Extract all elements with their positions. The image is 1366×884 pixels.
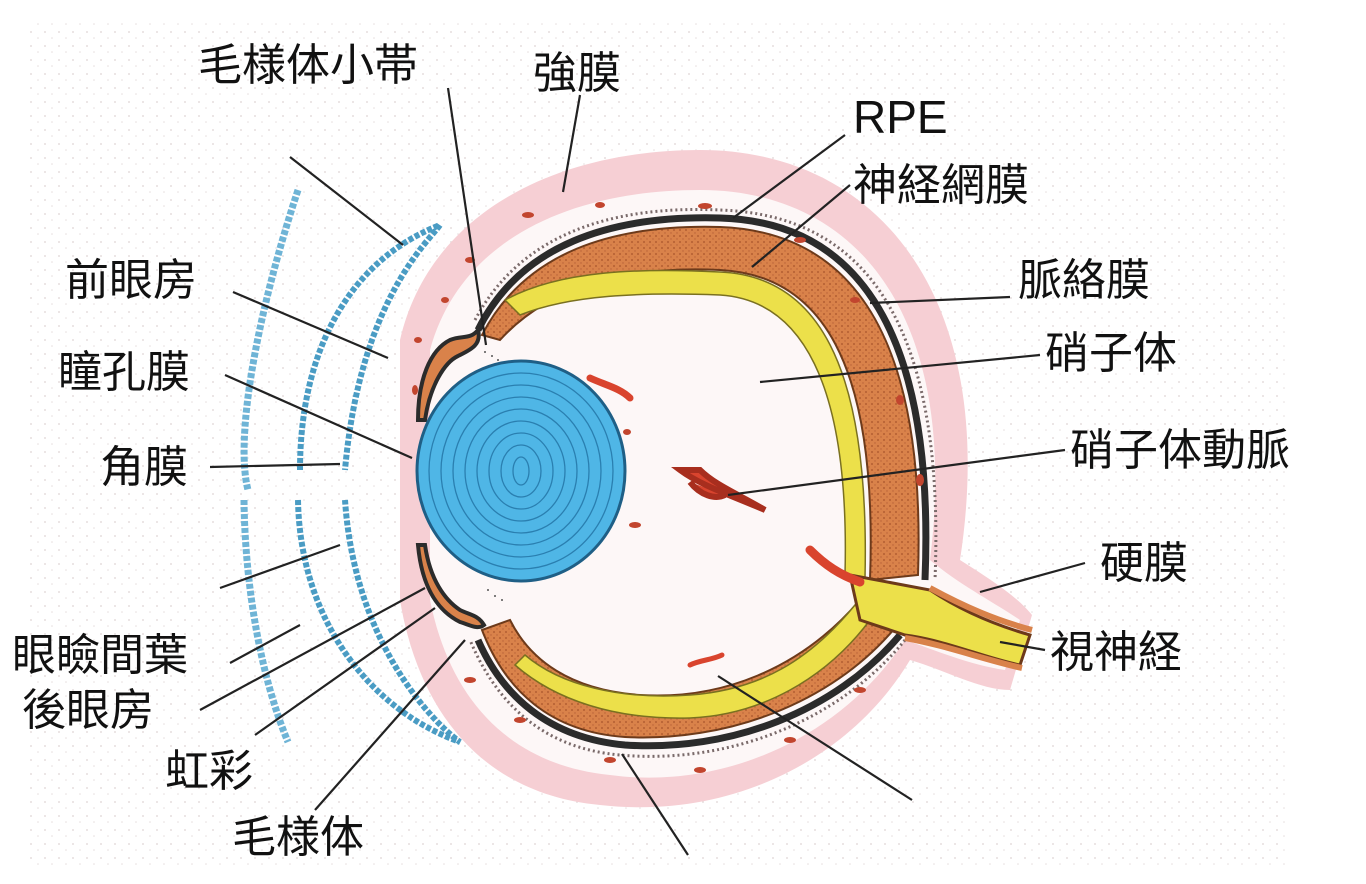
- label-pupillary-membrane: 瞳孔膜: [58, 347, 190, 398]
- choroid-line: [468, 207, 938, 758]
- leader-cornea: [209, 462, 341, 469]
- leader-bottom-right: [717, 675, 913, 801]
- leader-ciliary-body: [314, 639, 466, 811]
- label-posterior-chamber: 後眼房: [22, 685, 154, 736]
- label-neural-retina: 神経網膜: [853, 160, 1029, 211]
- leader-choroid: [869, 295, 1011, 305]
- label-anterior-chamber: 前眼房: [65, 255, 197, 306]
- leader-dura: [979, 561, 1086, 594]
- hyaloid-artery: [670, 467, 767, 513]
- leader-posterior-chamber: [199, 587, 426, 711]
- leader-anterior-chamber: [232, 290, 389, 360]
- label-ciliary-zonule: 毛様体小帯: [198, 40, 418, 91]
- label-ciliary-body: 毛様体: [232, 812, 364, 863]
- leader-eyelid-mesenchyme: [229, 624, 301, 664]
- lens: [415, 359, 627, 583]
- leader-vitreous: [759, 353, 1041, 384]
- leader-sclera-top: [561, 94, 582, 193]
- label-sclera-top: 強膜: [533, 48, 621, 99]
- label-hyaloid-artery: 硝子体動脈: [1070, 425, 1290, 476]
- leader-iris: [254, 607, 436, 736]
- eyelid-lower-fold: [295, 499, 462, 745]
- leader-ciliary-zonule: [446, 87, 488, 346]
- leader-neural-retina: [751, 184, 851, 268]
- label-choroid: 脈絡膜: [1018, 255, 1150, 306]
- label-rpe: RPE: [853, 91, 948, 143]
- leader-lines: [199, 87, 1086, 856]
- iris-lower: [415, 543, 487, 630]
- label-optic-nerve: 視神経: [1050, 627, 1182, 678]
- hyaloid-branch-upper: [586, 374, 634, 402]
- label-vitreous: 硝子体: [1045, 328, 1177, 379]
- leader-rpe: [732, 134, 846, 219]
- hyaloid-branch-lower: [805, 545, 865, 587]
- eyelid-upper-fold: [297, 218, 448, 471]
- label-iris: 虹彩: [165, 746, 253, 797]
- label-dura: 硬膜: [1100, 538, 1188, 589]
- label-cornea: 角膜: [100, 442, 188, 493]
- ciliary-zonule-fibers: [484, 351, 503, 601]
- leader-eyelid-mid: [219, 543, 341, 590]
- optic-nerve-sheath: [904, 585, 1033, 671]
- rpe-layer: [474, 214, 930, 750]
- leader-hyaloid-artery: [727, 448, 1066, 497]
- leader-eyelid-top: [289, 156, 404, 246]
- leader-pupillary-membrane: [224, 373, 413, 460]
- iris-upper: [415, 325, 481, 422]
- hyaloid-branch-small: [687, 652, 725, 668]
- label-eyelid-mesenchyme: 眼瞼間葉: [12, 630, 188, 681]
- leader-bottom-center: [621, 753, 689, 856]
- leader-optic-nerve: [999, 640, 1046, 652]
